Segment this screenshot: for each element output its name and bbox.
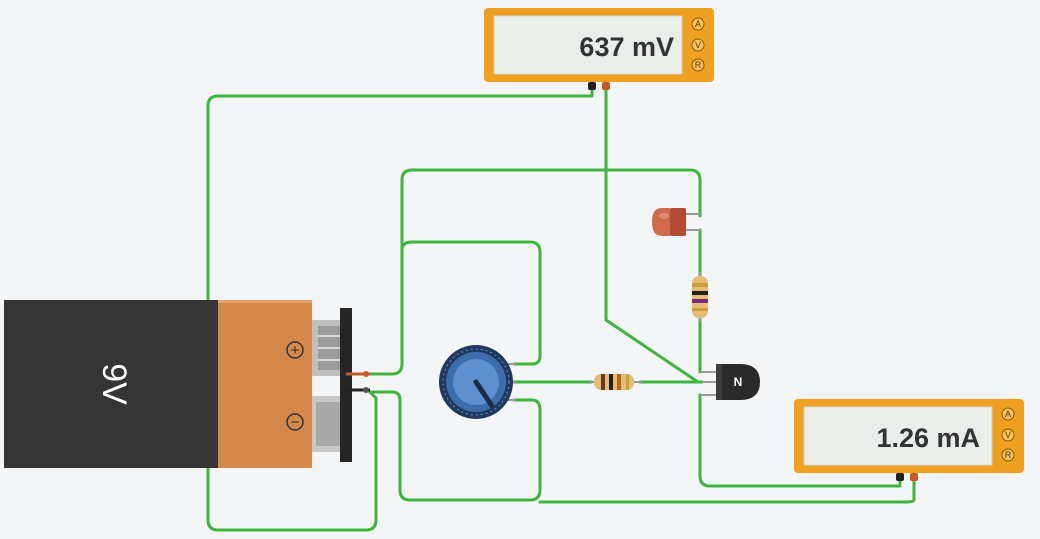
voltmeter-probes[interactable] (588, 82, 610, 90)
resistor-base[interactable] (590, 374, 642, 390)
potentiometer[interactable] (439, 345, 516, 419)
ammeter-mode-a[interactable]: A (1001, 407, 1015, 421)
battery-negative-terminal[interactable]: − (286, 396, 342, 452)
transistor-npn[interactable]: N (700, 364, 760, 400)
battery-label: 9V (95, 363, 133, 405)
svg-text:+: + (291, 342, 300, 359)
ammeter-reading: 1.26 mA (876, 423, 980, 453)
led[interactable] (652, 208, 702, 236)
svg-text:−: − (291, 414, 300, 431)
voltmeter[interactable]: 637 mV A V R (484, 8, 714, 90)
ammeter[interactable]: 1.26 mA A V R (794, 399, 1024, 481)
svg-text:V: V (695, 40, 701, 50)
svg-text:R: R (695, 60, 702, 70)
wire-voltmeter-positive[interactable] (604, 86, 700, 384)
svg-text:A: A (1005, 409, 1011, 419)
wire-pot-top[interactable] (400, 240, 542, 366)
wire-battery-positive[interactable] (368, 168, 702, 376)
battery-positive-terminal[interactable]: + (286, 320, 342, 376)
ammeter-mode-r[interactable]: R (1001, 448, 1015, 462)
transistor-label: N (734, 375, 743, 389)
wire-pot-bottom[interactable] (368, 390, 542, 502)
battery-9v[interactable]: 9V + − (4, 300, 370, 468)
resistor-collector[interactable] (692, 272, 708, 322)
potentiometer-knob-indicator[interactable] (473, 379, 495, 409)
ammeter-probes[interactable] (896, 473, 918, 481)
ammeter-mode-v[interactable]: V (1001, 428, 1015, 442)
wire-voltmeter-negative[interactable] (206, 86, 594, 532)
wire-ammeter-ground[interactable] (538, 476, 916, 504)
svg-text:V: V (1005, 430, 1011, 440)
voltmeter-reading: 637 mV (579, 32, 674, 62)
wire-emitter-ammeter[interactable] (698, 393, 902, 488)
wires (206, 86, 916, 532)
battery-connector-clip[interactable] (340, 308, 370, 462)
svg-text:A: A (695, 19, 701, 29)
voltmeter-mode-a[interactable]: A (691, 17, 705, 31)
voltmeter-mode-r[interactable]: R (691, 58, 705, 72)
voltmeter-mode-v[interactable]: V (691, 38, 705, 52)
svg-text:R: R (1005, 450, 1012, 460)
